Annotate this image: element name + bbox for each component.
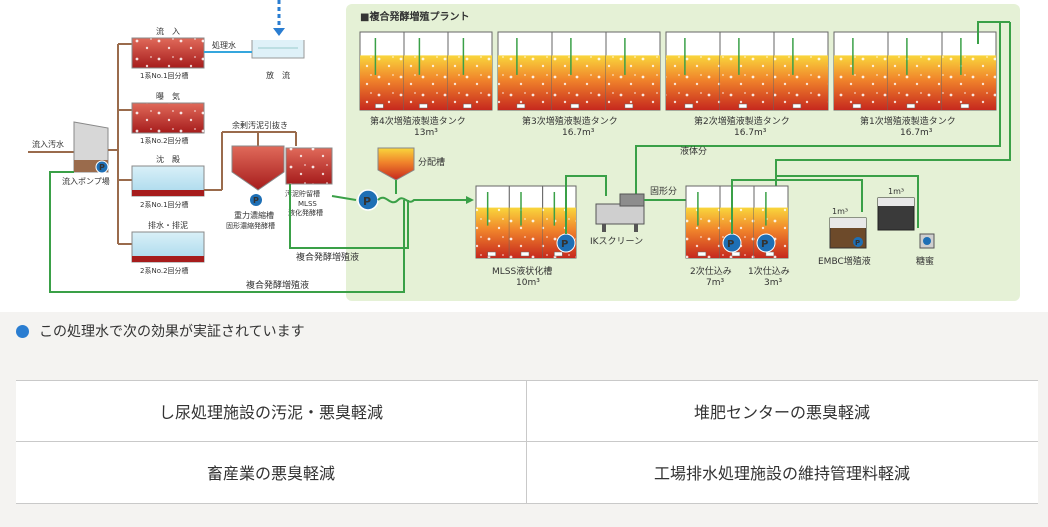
svg-text:汚泥貯留槽: 汚泥貯留槽 (285, 189, 320, 198)
svg-text:1m³: 1m³ (888, 187, 904, 196)
aeration-label: 曝 気 (156, 91, 180, 101)
tank-1st (887, 31, 943, 111)
solid-label: 固形分 (650, 185, 677, 197)
svg-text:P: P (727, 239, 734, 250)
tank-2nd-label: 第2次増殖液製造タンク (694, 115, 790, 127)
divider (16, 441, 1038, 442)
return-label-bottom: 複合発酵増殖液 (246, 279, 309, 291)
mlss-tank (475, 185, 577, 259)
discharge-label: 放 流 (266, 70, 290, 80)
tank-2nd (773, 31, 829, 111)
svg-text:P: P (253, 196, 259, 205)
distribution-label: 分配槽 (418, 156, 445, 168)
ik-screen-label: IKスクリーン (590, 236, 643, 247)
effects-table: し尿処理施設の汚泥・悪臭軽減 堆肥センターの悪臭軽減 畜産業の悪臭軽減 工場排水… (16, 380, 1038, 504)
tank-4th (447, 31, 493, 111)
tank-3rd (551, 31, 607, 111)
section-heading: この処理水で次の効果が実証されています (16, 318, 305, 344)
svg-text:10m³: 10m³ (516, 278, 540, 288)
tank-1st (941, 31, 997, 111)
svg-text:P: P (761, 239, 768, 250)
svg-text:P: P (855, 239, 860, 247)
excess-sludge-label: 余剰汚泥引抜き (232, 120, 288, 130)
svg-text:3m³: 3m³ (764, 278, 782, 288)
svg-text:P: P (99, 163, 105, 172)
first-charge-label: 1次仕込み (748, 265, 790, 277)
fermentation-tank-banks (359, 31, 997, 111)
svg-text:2系No.2回分槽: 2系No.2回分槽 (140, 266, 189, 275)
svg-text:1系No.1回分槽: 1系No.1回分槽 (140, 71, 189, 80)
mlss-cell (508, 185, 544, 259)
gravity-thickener (231, 145, 285, 191)
svg-text:1系No.2回分槽: 1系No.2回分槽 (140, 136, 189, 145)
svg-text:P: P (561, 239, 568, 250)
tank-3rd-label: 第3次増殖液製造タンク (522, 115, 618, 127)
svg-text:MLSS: MLSS (298, 200, 317, 208)
tank-1st-label: 第1次増殖液製造タンク (860, 115, 956, 127)
mlss-cell (475, 185, 510, 259)
drain-label: 排水・排泥 (148, 220, 188, 230)
tank-4th-label: 第4次増殖液製造タンク (370, 115, 466, 127)
return-label-top: 複合発酵増殖液 (296, 251, 359, 263)
svg-text:16.7m³: 16.7m³ (900, 128, 933, 138)
tank-1st (833, 31, 889, 111)
bullet-icon (16, 324, 29, 338)
gravity-thickener-label: 重力濃縮槽 (234, 210, 274, 220)
tank-2nd (719, 31, 775, 111)
charge-cell (685, 185, 721, 259)
section-heading-text: この処理水で次の効果が実証されています (39, 324, 305, 340)
svg-text:13m³: 13m³ (414, 128, 438, 138)
liquid-label: 液体分 (680, 145, 707, 157)
influent-label: 流入汚水 (32, 139, 64, 149)
embc-label: EMBC増殖液 (818, 255, 871, 267)
discharge-basin (251, 40, 305, 59)
effect-cell: 工場排水処理施設の維持管理料軽減 (653, 464, 910, 483)
molasses-label: 糖蜜 (916, 255, 934, 267)
process-flow-diagram: ■複合発酵増殖プラント 放 流 流入汚水 P 流入ポンプ場 流 入 1系No.1… (0, 0, 1048, 312)
tank-3rd (605, 31, 661, 111)
effect-cell: し尿処理施設の汚泥・悪臭軽減 (158, 403, 383, 422)
distribution-tank (377, 147, 415, 181)
effect-cell: 堆肥センターの悪臭軽減 (693, 403, 870, 422)
plant-title: ■複合発酵増殖プラント (360, 10, 469, 23)
tank-4th (403, 31, 449, 111)
solids-conc-label: 固形濃縮発酵槽 (226, 221, 275, 230)
svg-text:7m³: 7m³ (706, 278, 724, 288)
treated-water-label: 処理水 (212, 40, 236, 50)
tank-3rd (497, 31, 553, 111)
tank-2nd (665, 31, 721, 111)
pump-station-label: 流入ポンプ場 (62, 176, 110, 186)
svg-text:16.7m³: 16.7m³ (562, 128, 595, 138)
tank-4th (359, 31, 405, 111)
second-charge-label: 2次仕込み (690, 265, 732, 277)
inflow-label: 流 入 (156, 26, 180, 36)
effect-cell: 畜産業の悪臭軽減 (206, 464, 335, 483)
divider (526, 381, 527, 503)
svg-text:液化発酵槽: 液化発酵槽 (288, 208, 323, 217)
mlss-tank-label: MLSS液状化槽 (492, 265, 552, 277)
svg-text:2系No.1回分槽: 2系No.1回分槽 (140, 200, 189, 209)
svg-text:1m³: 1m³ (832, 207, 848, 216)
svg-text:16.7m³: 16.7m³ (734, 128, 767, 138)
svg-text:P: P (363, 195, 371, 208)
settling-label: 沈 殿 (156, 154, 180, 164)
ik-screen (595, 203, 645, 225)
